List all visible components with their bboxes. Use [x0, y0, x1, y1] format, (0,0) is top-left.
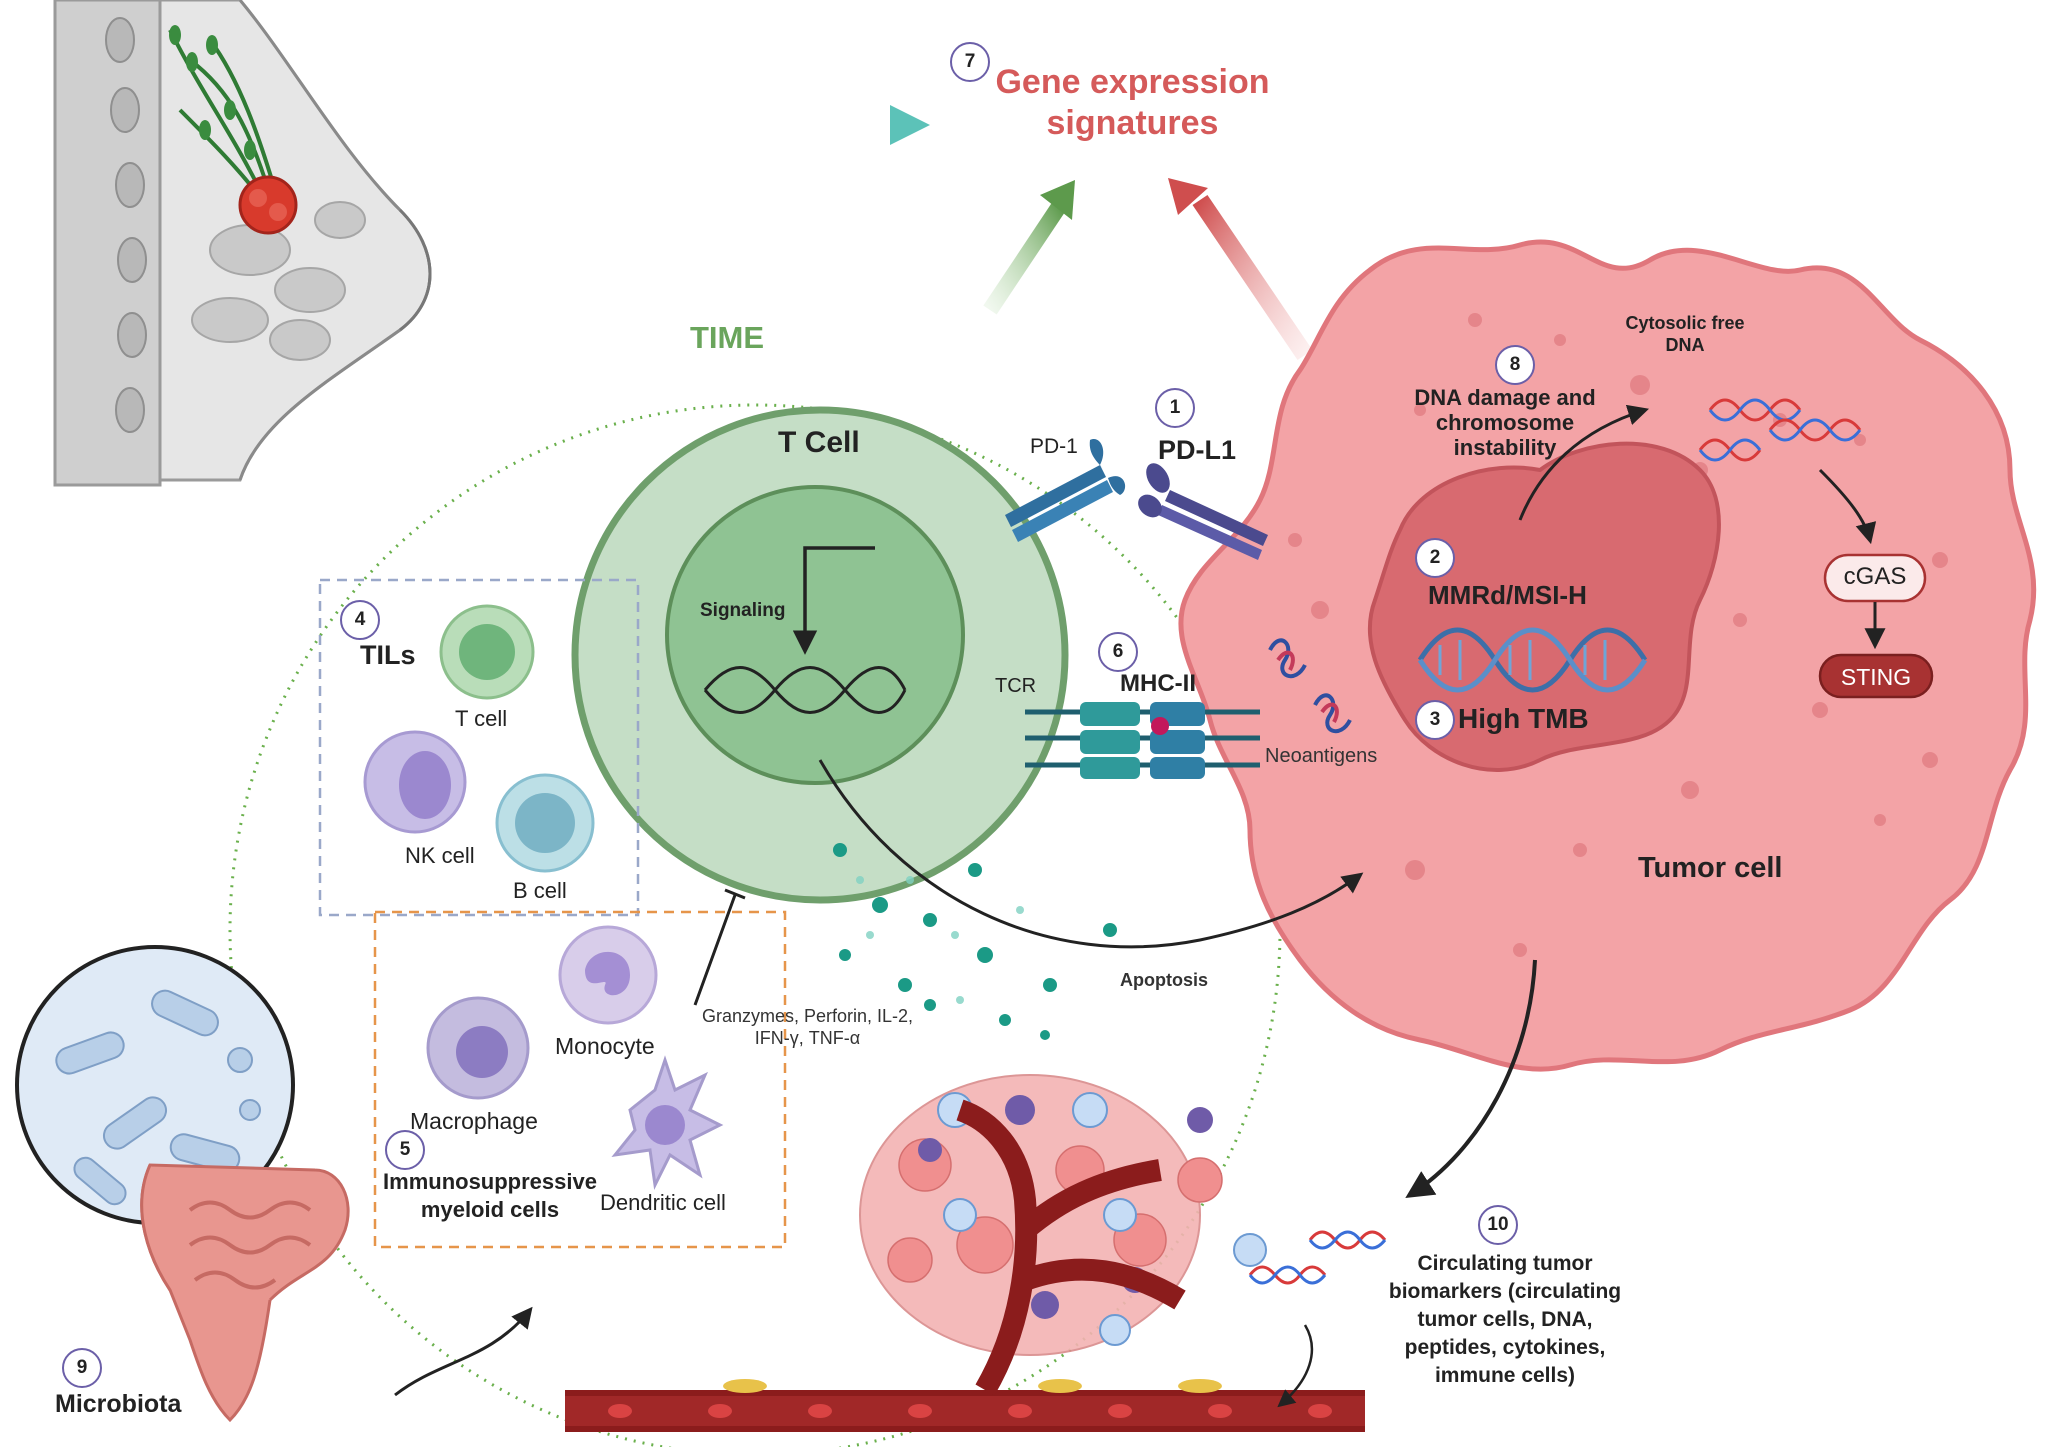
signaling-label: Signaling	[700, 600, 786, 621]
badge-10: 10	[1478, 1205, 1518, 1245]
b-cell-label: B cell	[513, 878, 567, 903]
neoantigens-label: Neoantigens	[1265, 745, 1378, 767]
pd1-receptor	[1005, 439, 1126, 542]
sting-label: STING	[1840, 664, 1912, 690]
red-arrow	[1192, 194, 1313, 361]
gene-expression-title: Gene expression signatures	[995, 63, 1270, 142]
tils-box	[318, 578, 640, 917]
microbiota-arrow	[394, 1306, 533, 1397]
mmrd-label: MMRd/MSI-H	[1428, 580, 1587, 610]
apoptosis-label: Apoptosis	[1120, 970, 1208, 990]
dna-damage-label: DNA damage and chromosome instability	[1414, 385, 1596, 460]
mhc2-label: MHC-II	[1120, 670, 1196, 697]
breast-illustration	[53, 0, 432, 487]
myeloid-box	[373, 910, 787, 1249]
circulating-biomarkers-label: Circulating tumor biomarkers (circulatin…	[1388, 1252, 1622, 1387]
t-cell-label: T Cell	[778, 426, 860, 459]
badge-9: 9	[62, 1348, 102, 1388]
pdl1-label: PD-L1	[1158, 435, 1237, 465]
badge-6: 6	[1098, 632, 1138, 672]
tumor-cell	[1178, 239, 2037, 1072]
monocyte-label: Monocyte	[555, 1033, 655, 1059]
signaling-arrow	[792, 546, 875, 655]
cytosolic-dna-icon	[1698, 398, 1862, 462]
tcr-label: TCR	[995, 675, 1037, 697]
pd1-label: PD-1	[1030, 435, 1078, 458]
cgas-label: cGAS	[1843, 563, 1907, 590]
microbiota-label: Microbiota	[55, 1390, 182, 1418]
time-label: TIME	[690, 320, 765, 355]
neoantigen-icon	[1268, 638, 1352, 734]
t-cell	[571, 406, 1069, 904]
badge-5: 5	[385, 1130, 425, 1170]
badge-2: 2	[1415, 538, 1455, 578]
macrophage-label: Macrophage	[410, 1108, 538, 1134]
tumor-to-circulation-arrow	[1405, 959, 1537, 1199]
inhibition-line	[693, 894, 737, 1006]
circulating-dna-icon	[1248, 1230, 1387, 1285]
cytokine-dots	[833, 843, 1117, 1040]
dendritic-cell-label: Dendritic cell	[600, 1190, 726, 1215]
myeloid-cells	[426, 925, 724, 1190]
tcr-mhc-complex	[1025, 702, 1260, 779]
immunosuppressive-label: Immunosuppressive myeloid cells	[383, 1169, 597, 1222]
cgas-box	[1823, 553, 1927, 603]
badge-4: 4	[340, 600, 380, 640]
sting-box	[1818, 653, 1934, 699]
high-tmb-label: High TMB	[1458, 703, 1589, 734]
til-t-cell-label: T cell	[455, 706, 508, 731]
pdl1-ligand	[1138, 463, 1268, 560]
badge-1: 1	[1155, 388, 1195, 428]
tumor-cell-label: Tumor cell	[1638, 852, 1783, 884]
cytosolic-dna-label: Cytosolic free DNA	[1625, 313, 1745, 355]
badge-8: 8	[1495, 345, 1535, 385]
green-arrow	[983, 200, 1067, 315]
dna-helix-icon	[1417, 627, 1648, 693]
tils-cells	[363, 604, 595, 873]
nk-cell-label: NK cell	[405, 843, 475, 868]
tils-label: TILs	[360, 640, 416, 670]
tcell-to-tumor-arrow	[818, 759, 1364, 949]
tumor-microenvironment	[565, 1074, 1365, 1432]
badge-7: 7	[950, 42, 990, 82]
badge-3: 3	[1415, 700, 1455, 740]
microbiota-illustration	[15, 945, 350, 1423]
granzymes-label: Granzymes, Perforin, IL-2, IFN-γ, TNF-α	[701, 1006, 914, 1048]
